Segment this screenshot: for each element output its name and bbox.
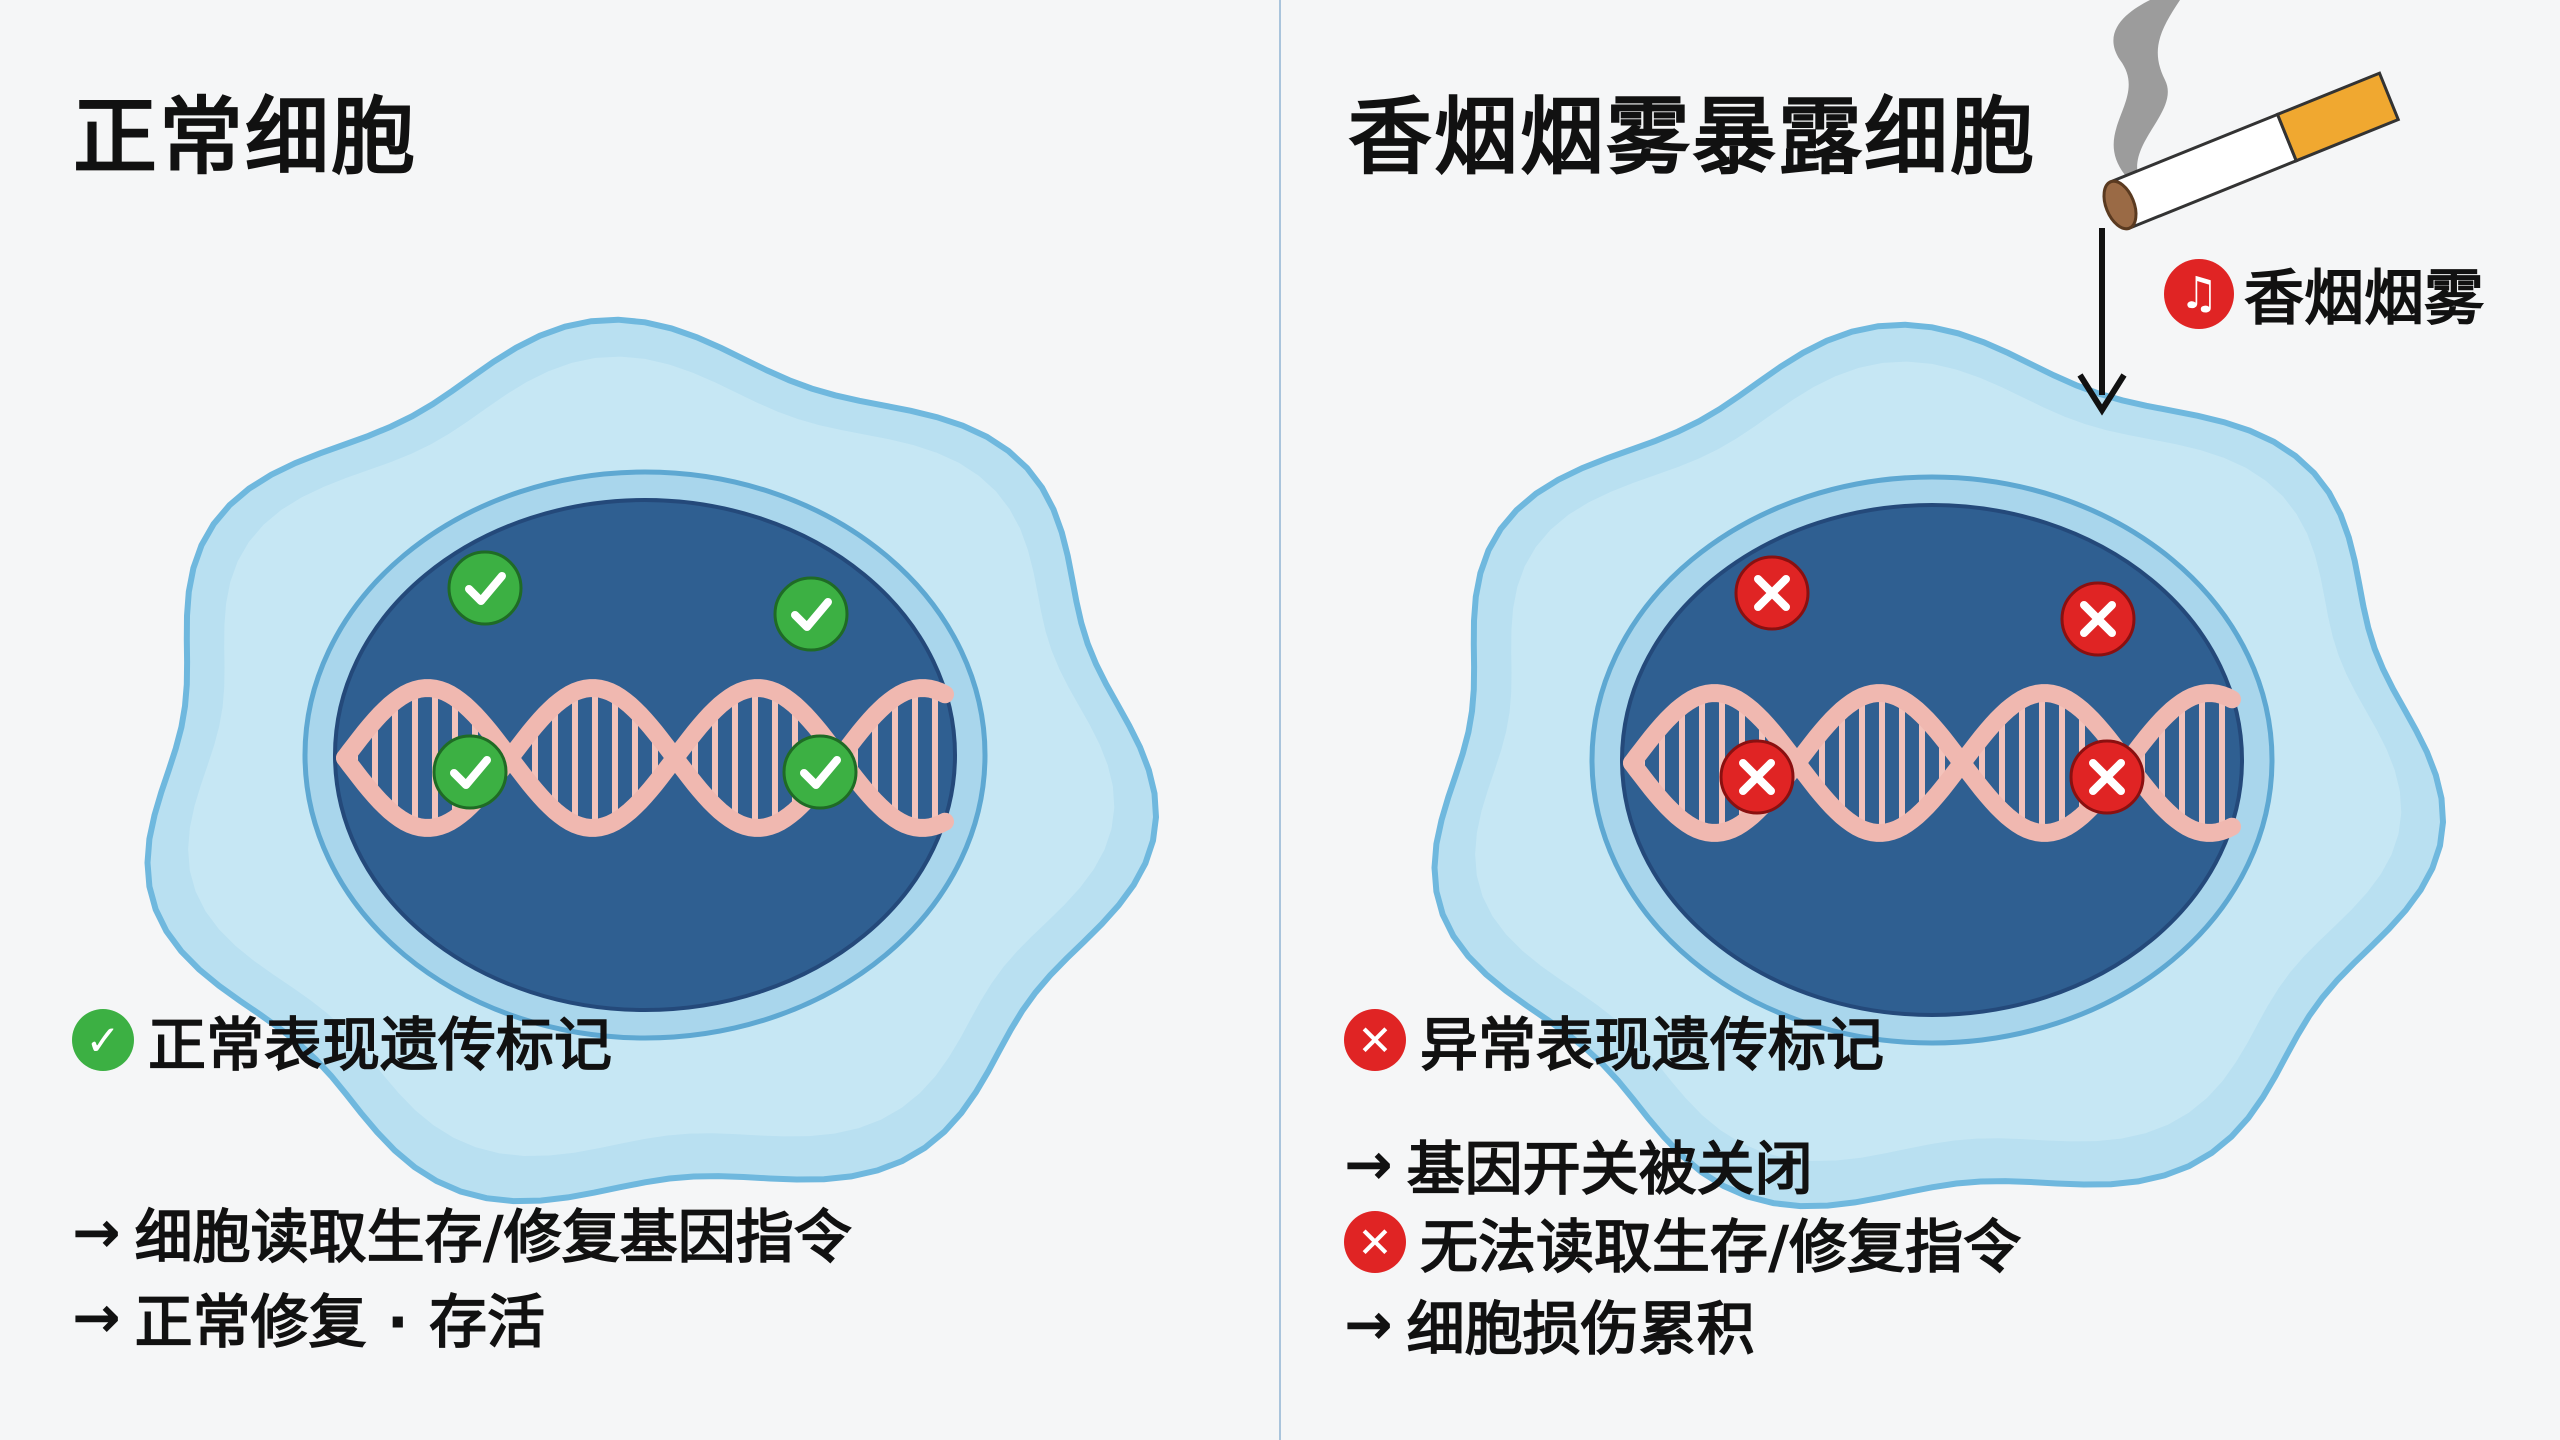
check-marker-icon [773, 576, 849, 652]
normal-line-1: →细胞读取生存/修复基因指令 [72, 1190, 852, 1274]
abnormal-line-2-text: 无法读取生存/修复指令 [1420, 1213, 2022, 1281]
abnormal-line-3-text: 细胞损伤累积 [1406, 1295, 1755, 1363]
smoke-cell-title: 香烟烟雾暴露细胞 [1348, 88, 2037, 186]
marker-circle [773, 576, 849, 652]
normal-legend: ✓ 正常表现遗传标记 [72, 998, 612, 1082]
normal-legend-text: 正常表现遗传标记 [148, 1011, 613, 1079]
smoke-label: ♫ 香烟烟雾 [2164, 250, 2484, 337]
check-marker-icon [447, 550, 523, 626]
check-marker-icon [432, 734, 508, 810]
arrow-icon: → [1344, 1290, 1393, 1358]
abnormal-legend-text: 异常表现遗传标记 [1420, 1011, 1885, 1079]
cross-glyph [2080, 601, 2116, 637]
cross-marker-icon [1734, 555, 1810, 631]
abnormal-line-2: ✕无法读取生存/修复指令 [1344, 1200, 2021, 1284]
marker-circle [432, 734, 508, 810]
abnormal-line-1: →基因开关被关闭 [1344, 1122, 1813, 1206]
cross-marker-icon [2069, 739, 2145, 815]
check-glyph [465, 572, 506, 605]
nucleus [1620, 503, 2244, 1017]
arrow-icon: → [72, 1283, 121, 1351]
normal-line-2: →正常修复 · 存活 [72, 1275, 545, 1359]
cross-glyph [1739, 759, 1775, 795]
normal-line-2-text: 正常修复 · 存活 [134, 1288, 546, 1356]
smoke-label-text: 香烟烟雾 [2244, 264, 2484, 334]
cross-marker-icon [1719, 739, 1795, 815]
nucleus [333, 498, 957, 1012]
normal-cell-title: 正常细胞 [73, 88, 418, 186]
marker-circle [782, 734, 858, 810]
normal-cell [144, 316, 1160, 1205]
smoke-exposed-cell [1431, 321, 2447, 1210]
abnormal-line-3: →细胞损伤累积 [1344, 1282, 1755, 1366]
arrow-icon: → [1344, 1130, 1393, 1198]
cross-glyph [1754, 575, 1790, 611]
abnormal-legend: ✕ 异常表现遗传标记 [1344, 998, 1884, 1082]
music-note-icon: ♫ [2164, 258, 2234, 329]
normal-line-1-text: 细胞读取生存/修复基因指令 [134, 1203, 852, 1271]
cross-glyph [2089, 759, 2125, 795]
cross-icon: ✕ [1344, 1009, 1406, 1071]
down-arrow-icon [2077, 228, 2127, 416]
check-icon: ✓ [72, 1009, 134, 1071]
check-glyph [800, 756, 841, 789]
check-glyph [791, 598, 832, 631]
smoke-icon [2113, 0, 2180, 175]
cross-marker-icon [2060, 581, 2136, 657]
cross-icon: ✕ [1344, 1211, 1406, 1273]
check-glyph [450, 756, 491, 789]
cigarette-icon [2102, 71, 2401, 231]
abnormal-line-1-text: 基因开关被关闭 [1406, 1135, 1813, 1203]
marker-circle [447, 550, 523, 626]
check-marker-icon [782, 734, 858, 810]
arrow-icon: → [72, 1198, 121, 1266]
